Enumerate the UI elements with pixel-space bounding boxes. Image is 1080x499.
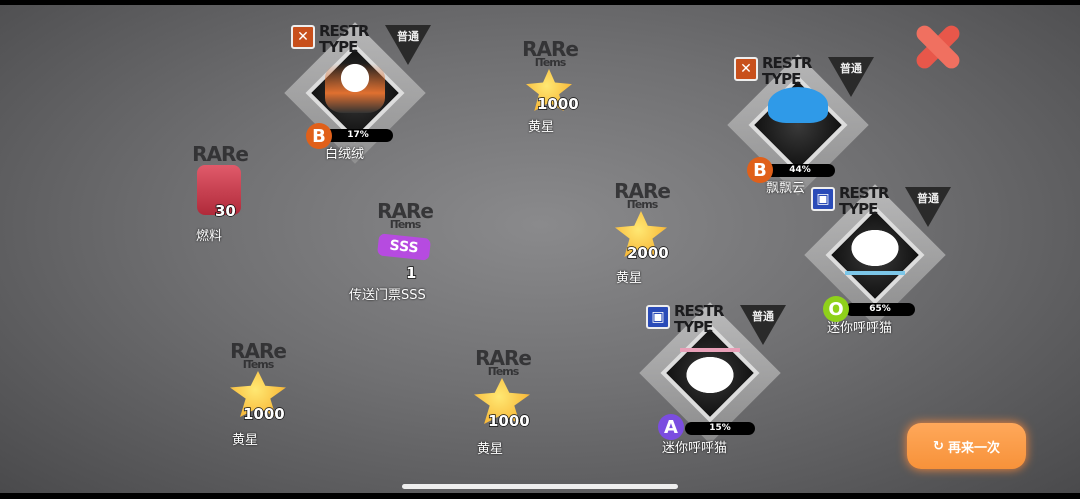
reward-name: 黄星	[232, 433, 259, 448]
ticket-icon: SSS	[376, 233, 432, 261]
rare-text: RARe	[230, 339, 287, 363]
item-quantity: 1	[405, 263, 417, 283]
reward-name: 传送门票SSS	[349, 288, 426, 303]
swords-icon: ✕	[291, 25, 315, 49]
reward-name: 迷你呼呼猫	[662, 441, 728, 456]
progress-bar: 15%	[685, 422, 755, 435]
restr-text: RESTR	[674, 302, 724, 320]
rare-text: RARe	[192, 142, 249, 166]
character-portrait	[845, 225, 905, 275]
tier-label: 普通	[397, 30, 419, 43]
reward-name: 黄星	[477, 442, 504, 457]
tier-badge: 普通	[740, 305, 786, 345]
type-text: TYPE	[839, 200, 878, 218]
retry-button[interactable]: ↻ 再来一次	[907, 423, 1026, 469]
close-button[interactable]	[910, 22, 964, 72]
grade-badge: O	[823, 296, 849, 322]
item-quantity: 30	[214, 201, 236, 221]
items-text: ITems	[487, 365, 520, 378]
tier-label: 普通	[752, 310, 774, 323]
items-text: ITems	[626, 198, 659, 211]
type-text: TYPE	[762, 70, 801, 88]
restr-text: RESTR	[319, 22, 369, 40]
rare-text: RARe	[377, 199, 434, 223]
tier-badge: 普通	[828, 57, 874, 97]
reward-name: 黄星	[616, 271, 643, 286]
progress-bar: 65%	[845, 303, 915, 316]
item-quantity: 2000	[626, 243, 669, 263]
chip-icon: ▣	[811, 187, 835, 211]
retry-icon: ↻	[933, 438, 944, 454]
progress-bar: 44%	[765, 164, 835, 177]
grade-badge: B	[306, 123, 332, 149]
grade-badge: A	[658, 414, 684, 440]
tier-label: 普通	[917, 192, 939, 205]
rare-logo: RARe	[170, 142, 270, 166]
item-quantity: 1000	[536, 94, 579, 114]
reward-name: 迷你呼呼猫	[827, 321, 893, 336]
character-portrait	[325, 63, 385, 113]
item-quantity: 1000	[242, 404, 285, 424]
rare-text: RARe	[522, 37, 579, 61]
item-quantity: 1000	[487, 411, 530, 431]
character-portrait	[768, 87, 828, 123]
rare-text: RARe	[475, 346, 532, 370]
tier-badge: 普通	[905, 187, 951, 227]
reward-name: 燃料	[196, 229, 223, 244]
close-icon	[910, 22, 964, 72]
swords-icon: ✕	[734, 57, 758, 81]
tier-label: 普通	[840, 62, 862, 75]
reward-item[interactable]: RARe	[170, 142, 270, 166]
reward-name: 飘飘云	[766, 181, 806, 196]
reward-name: 黄星	[528, 120, 555, 135]
items-text: ITems	[389, 218, 422, 231]
items-text: ITems	[242, 358, 275, 371]
home-indicator[interactable]	[402, 484, 678, 489]
items-text: ITems	[534, 56, 567, 69]
type-text: TYPE	[319, 38, 358, 56]
progress-bar: 17%	[323, 129, 393, 142]
rare-text: RARe	[614, 179, 671, 203]
fuel-can-icon	[197, 165, 241, 215]
restr-text: RESTR	[762, 54, 812, 72]
chip-icon: ▣	[646, 305, 670, 329]
restr-text: RESTR	[839, 184, 889, 202]
tier-badge: 普通	[385, 25, 431, 65]
character-portrait	[680, 348, 740, 398]
retry-label: 再来一次	[947, 440, 1000, 456]
reward-name: 白绒绒	[325, 147, 365, 162]
grade-badge: B	[747, 157, 773, 183]
type-text: TYPE	[674, 318, 713, 336]
